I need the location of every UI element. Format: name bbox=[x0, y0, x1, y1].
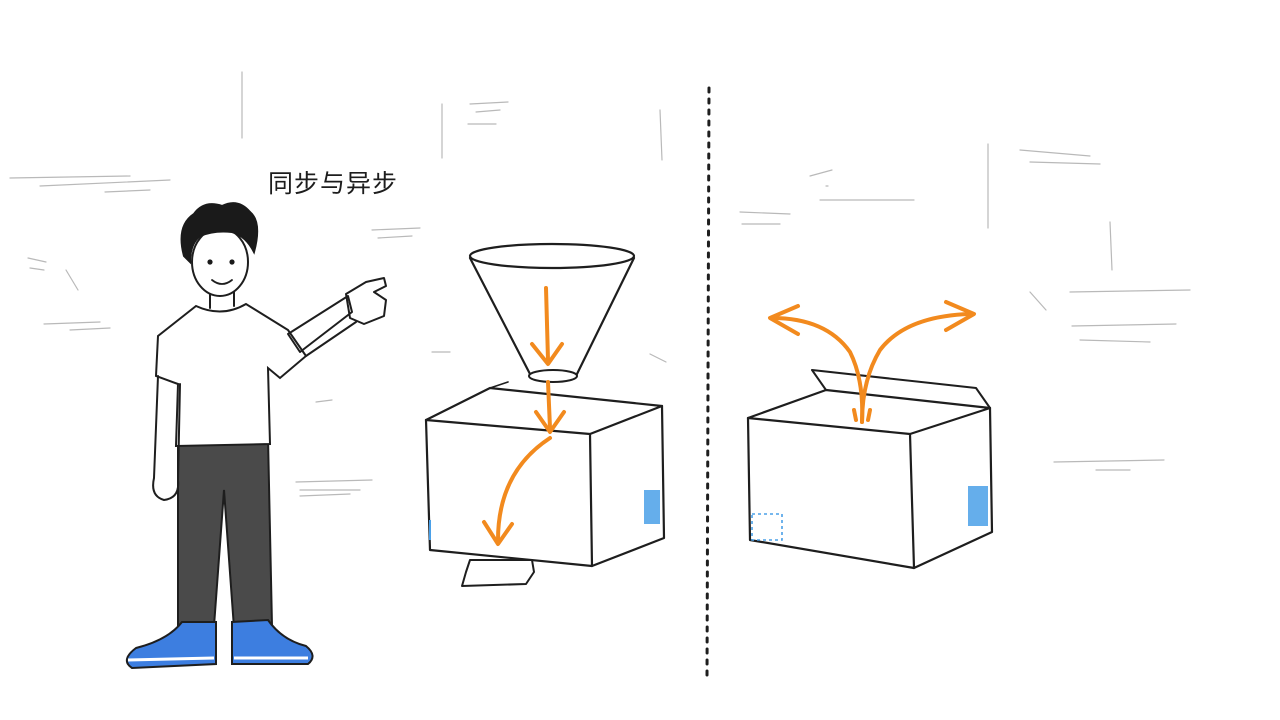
sync-box bbox=[424, 381, 666, 587]
presenter-shoe-left bbox=[125, 621, 217, 670]
background-sketch-marks bbox=[9, 71, 1191, 497]
presenter-shirt bbox=[154, 302, 308, 448]
presenter-figure bbox=[125, 202, 387, 670]
presenter-shoe-right bbox=[231, 618, 314, 665]
sync-flow-arrows bbox=[482, 286, 566, 546]
output-tray bbox=[461, 559, 535, 587]
async-box-marker bbox=[968, 486, 988, 526]
async-flow-arrows bbox=[768, 300, 976, 424]
funnel-icon bbox=[468, 242, 636, 383]
dotted-divider bbox=[705, 86, 711, 680]
pointing-hand bbox=[345, 277, 387, 325]
sync-box-marker bbox=[644, 490, 660, 524]
async-box bbox=[746, 369, 994, 570]
presenter-head bbox=[191, 227, 249, 297]
diagram-title: 同步与异步 bbox=[268, 169, 399, 198]
presenter-hair bbox=[180, 202, 259, 265]
presenter-pants bbox=[177, 436, 274, 630]
